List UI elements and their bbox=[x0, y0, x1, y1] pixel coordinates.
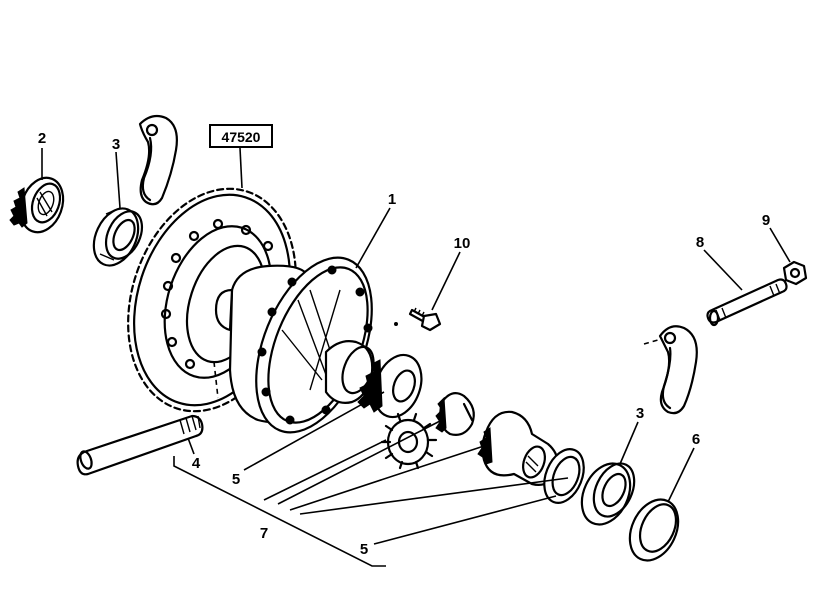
part-5-thrust-washer bbox=[543, 448, 585, 504]
callout-1: 1 bbox=[388, 191, 396, 208]
planet-pinion-upper bbox=[435, 391, 475, 436]
part-3-bearing-left bbox=[92, 207, 144, 267]
callout-4: 4 bbox=[192, 455, 201, 472]
part-8-stud bbox=[706, 278, 788, 327]
part-3-bearing-right bbox=[580, 462, 636, 526]
part-6-seal-ring bbox=[628, 498, 680, 562]
ring-gear-bolt-holes bbox=[160, 218, 274, 370]
bearing-cap-right bbox=[643, 325, 698, 415]
callout-3-right: 3 bbox=[636, 405, 644, 422]
side-gear-left bbox=[357, 353, 423, 419]
part-9-nut bbox=[782, 260, 808, 286]
callout-7: 7 bbox=[260, 525, 268, 542]
callout-5-left: 5 bbox=[232, 471, 240, 488]
callout-8: 8 bbox=[696, 234, 704, 251]
callout-6: 6 bbox=[692, 431, 700, 448]
part-2-gear bbox=[9, 176, 65, 234]
callout-9: 9 bbox=[762, 212, 770, 229]
reference-code: 47520 bbox=[222, 129, 261, 145]
planet-pinion-lower bbox=[380, 412, 438, 470]
leader-lines bbox=[41, 147, 791, 567]
callout-3-left: 3 bbox=[112, 136, 120, 153]
part-4-cross-shaft bbox=[76, 361, 219, 476]
part-1-differential-case bbox=[214, 256, 375, 434]
callout-5-right: 5 bbox=[360, 541, 368, 558]
callout-labels: 2 3 1 10 8 9 3 6 4 5 7 5 bbox=[38, 130, 770, 558]
reference-code-box: 47520 bbox=[209, 124, 273, 148]
bearing-cap-upper bbox=[138, 114, 178, 206]
callout-10: 10 bbox=[454, 235, 471, 252]
callout-2: 2 bbox=[38, 130, 46, 147]
part-10-bolt bbox=[408, 307, 442, 332]
